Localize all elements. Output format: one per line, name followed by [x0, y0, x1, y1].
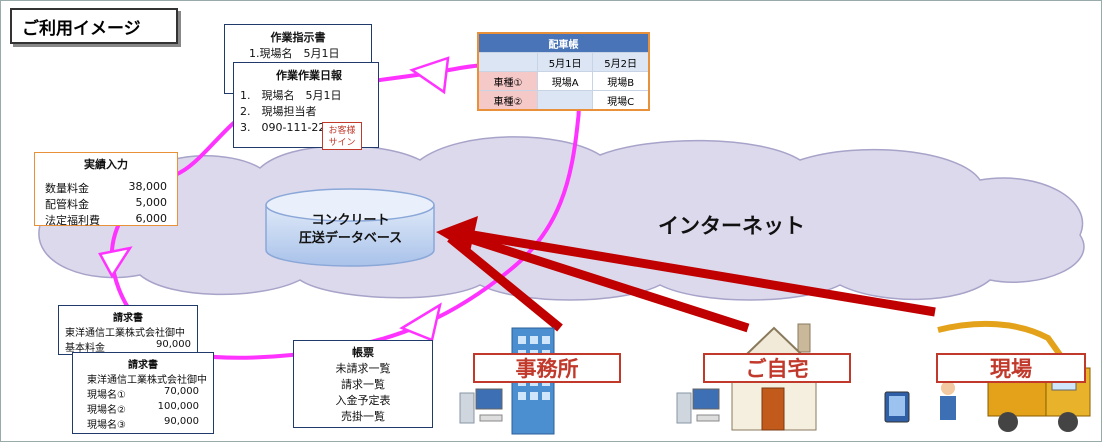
results-value: 5,000: [135, 196, 168, 209]
results-entry-title: 実績入力: [84, 158, 128, 171]
pc-icon: [459, 388, 503, 424]
database-label: コンクリート 圧送データベース: [268, 212, 433, 248]
work-instruction-line: 1.現場名 5月1日: [249, 47, 340, 60]
dispatch-schedule-table: 配車帳 5月1日 5月2日 車種① 現場A 現場B 車種② 現場C: [477, 32, 650, 111]
invoice-doc-1: 請求書 東洋通信工業株式会社御中 基本料金 90,000: [58, 305, 198, 355]
daily-report-line: 2. 現場担当者: [240, 105, 317, 118]
results-value: 6,000: [135, 212, 168, 225]
results-row: 数量料金 38,000: [45, 180, 167, 196]
results-label: 配管料金: [45, 198, 89, 211]
stamp-line: お客様: [328, 126, 356, 136]
results-value: 38,000: [128, 180, 168, 193]
invoice-row: 現場名③ 90,000: [87, 416, 199, 431]
daily-report-line: 3. 090-111-22: [240, 121, 326, 134]
results-row: 配管料金 5,000: [45, 196, 167, 212]
ledger-title: 帳票: [352, 346, 374, 359]
tablet-icon: [884, 391, 910, 423]
page-title: ご利用イメージ: [10, 8, 178, 44]
invoice-row: 基本料金 90,000: [65, 339, 191, 354]
daily-report-line: 1. 現場名 5月1日: [240, 89, 342, 102]
schedule-vehicle: 車種①: [477, 71, 538, 91]
results-entry-box: 実績入力 数量料金 38,000 配管料金 5,000 法定福利費 6,000: [34, 152, 178, 228]
invoice-label: 基本料金: [65, 343, 105, 354]
schedule-title: 配車帳: [477, 32, 650, 53]
schedule-cell: 現場C: [592, 90, 650, 111]
invoice-label: 現場名②: [87, 405, 126, 416]
invoice-value: 90,000: [164, 416, 199, 427]
location-label-home: ご自宅: [703, 353, 851, 383]
location-label-office: 事務所: [473, 353, 621, 383]
schedule-cell: [536, 90, 594, 111]
invoice-label: 現場名③: [87, 420, 126, 431]
database-label-line: コンクリート: [311, 213, 390, 228]
schedule-cell: 現場A: [536, 71, 594, 91]
results-row: 法定福利費 6,000: [45, 212, 167, 228]
pc-icon: [676, 388, 720, 424]
invoice-title: 請求書: [128, 360, 158, 371]
work-instruction-title: 作業指示書: [270, 31, 326, 44]
database-label-line: 圧送データベース: [298, 231, 403, 246]
red-arrows: [447, 227, 936, 333]
invoice-title: 請求書: [113, 313, 143, 324]
internet-label: インターネット: [658, 214, 805, 238]
invoice-value: 100,000: [157, 401, 199, 412]
invoice-row: 現場名② 100,000: [87, 401, 199, 416]
invoice-row: 現場名① 70,000: [87, 386, 199, 401]
schedule-date: 5月1日: [536, 52, 594, 72]
invoice-customer: 東洋通信工業株式会社御中: [87, 375, 207, 386]
results-label: 数量料金: [45, 182, 89, 195]
schedule-corner: [477, 52, 538, 72]
ledger-line: 請求一覧: [341, 378, 385, 391]
schedule-cell: 現場B: [592, 71, 650, 91]
cycle-arrowhead-2: [98, 246, 133, 279]
invoice-value: 70,000: [164, 386, 199, 397]
invoice-label: 現場名①: [87, 390, 126, 401]
location-label-site: 現場: [936, 353, 1086, 383]
customer-signature-stamp: お客様 サイン: [322, 122, 362, 150]
ledger-line: 未請求一覧: [335, 362, 391, 375]
daily-report-title: 作業作業日報: [276, 69, 342, 82]
results-label: 法定福利費: [45, 214, 100, 227]
schedule-date: 5月2日: [592, 52, 650, 72]
cycle-arrowhead-1: [409, 56, 450, 95]
invoice-customer: 東洋通信工業株式会社御中: [65, 328, 185, 339]
stamp-line: サイン: [328, 138, 356, 148]
invoice-value: 90,000: [156, 339, 191, 350]
schedule-vehicle: 車種②: [477, 90, 538, 111]
database-cylinder: [265, 188, 435, 267]
ledger-line: 入金予定表: [335, 394, 391, 407]
ledger-doc: 帳票 未請求一覧 請求一覧 入金予定表 売掛一覧: [293, 340, 433, 428]
ledger-line: 売掛一覧: [341, 410, 385, 423]
cycle-arrowhead-3: [399, 302, 442, 342]
red-arrowhead: [436, 216, 478, 252]
